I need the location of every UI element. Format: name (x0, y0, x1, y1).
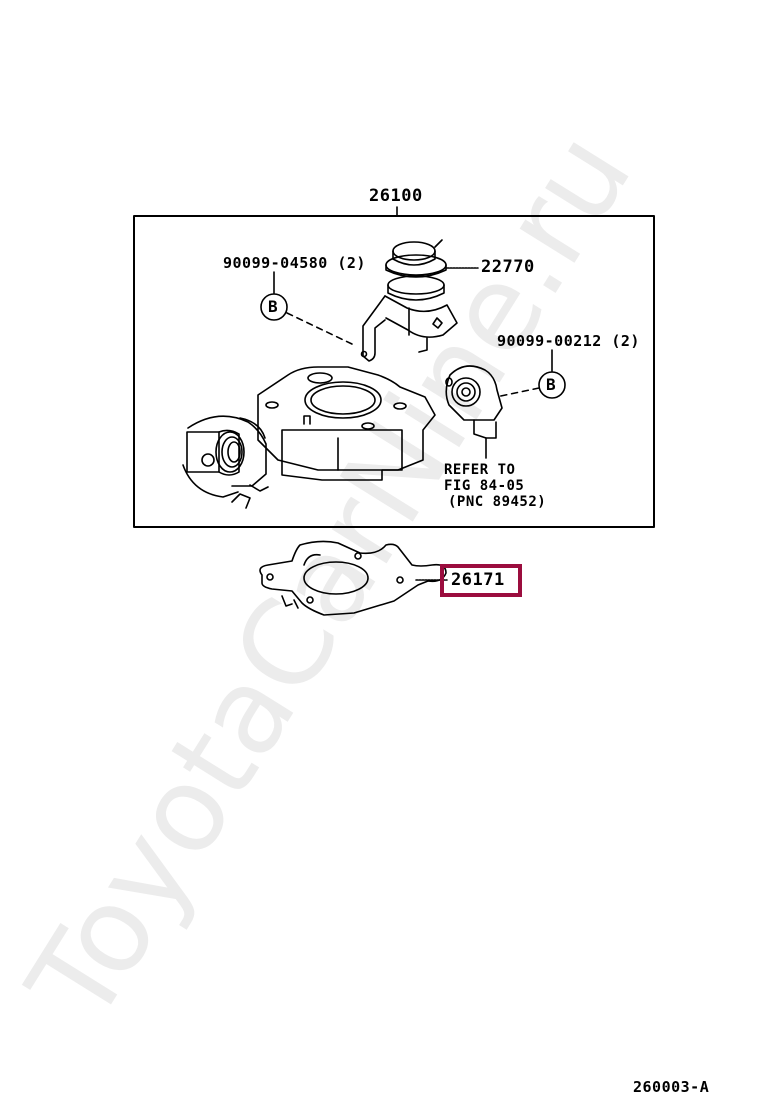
sensor-note-line1: REFER TO (444, 462, 516, 478)
sensor-note-line3: (PNC 89452) (448, 494, 547, 510)
part-label-90099-00212[interactable]: 90099-00212 (2) (497, 332, 640, 350)
callout-b-right (538, 371, 566, 399)
sensor-reference-note: REFER TO FIG 84-05 (PNC 89452) (444, 462, 546, 510)
bolt-right-dashed-line (495, 387, 540, 398)
throttle-position-sensor-drawing (445, 365, 503, 459)
callout-b-left (260, 293, 288, 321)
figure-code: 260003-A (633, 1078, 710, 1096)
callout-b-right-letter: B (546, 375, 557, 394)
part-label-26171[interactable]: 26171 (451, 570, 505, 590)
callout-b-left-letter: B (268, 297, 279, 316)
part-label-22770[interactable]: 22770 (481, 257, 535, 277)
bolt-left-dashed-line (286, 312, 355, 346)
gasket-drawing (259, 540, 447, 616)
part-label-90099-04580[interactable]: 90099-04580 (2) (223, 254, 366, 272)
sensor-note-line2[interactable]: FIG 84-05 (444, 478, 525, 494)
assembly-frame (133, 215, 655, 528)
assembly-label[interactable]: 26100 (369, 186, 423, 206)
actuator-drawing (360, 239, 458, 362)
throttle-body-drawing (182, 366, 436, 509)
highlighted-part-box (440, 564, 522, 597)
